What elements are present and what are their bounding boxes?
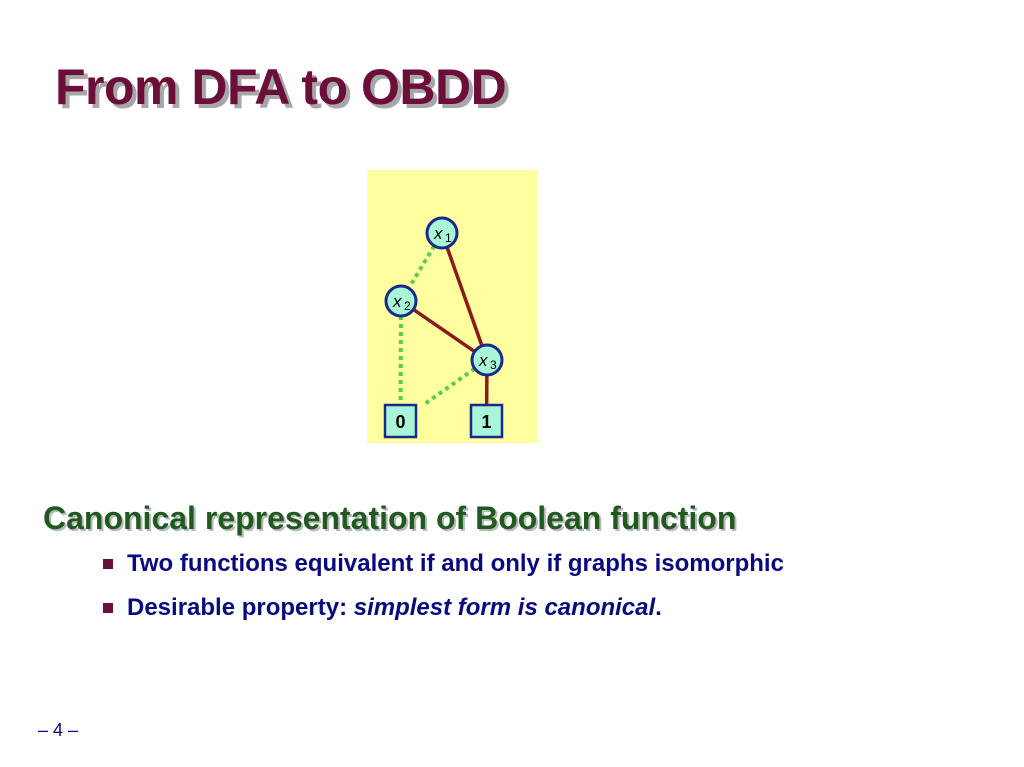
terminal-1-label: 1 <box>481 412 491 432</box>
node-x1: x 1 <box>425 216 459 250</box>
node-x2-sub: 2 <box>404 299 411 313</box>
node-x3-var: x <box>478 351 488 370</box>
obdd-graph: x 1 x 2 x 3 0 1 <box>383 216 504 439</box>
sub-bullet-2-emphasis: simplest form is canonical <box>353 594 656 621</box>
node-x2-var: x <box>392 292 402 311</box>
terminal-1: 1 <box>469 403 504 439</box>
node-x1-sub: 1 <box>445 231 452 245</box>
obdd-diagram: x 1 x 2 x 3 0 1 <box>367 170 538 443</box>
node-x3: x 3 <box>470 343 504 377</box>
square-bullet-icon <box>103 559 113 569</box>
sub-bullet-1: Two functions equivalent if and only if … <box>103 550 784 594</box>
node-x1-var: x <box>433 224 443 243</box>
node-x3-sub: 3 <box>490 358 497 372</box>
edge-x2-x3 <box>412 308 476 353</box>
node-x2: x 2 <box>384 284 418 318</box>
edge-x3-t0 <box>422 367 476 407</box>
edge-x1-x3 <box>445 246 484 347</box>
sub-bullet-2-suffix: . <box>655 594 662 621</box>
square-bullet-icon <box>103 603 113 613</box>
edge-x1-x2 <box>407 244 436 290</box>
terminal-0: 0 <box>383 403 418 439</box>
slide-title: From DFA to OBDD <box>55 59 507 115</box>
page-number: – 4 – <box>38 720 79 740</box>
terminal-0-label: 0 <box>395 412 405 432</box>
sub-bullet-2: Desirable property: simplest form is can… <box>103 594 784 638</box>
sub-bullet-2-prefix: Desirable property: <box>127 594 354 621</box>
sub-bullet-list: Two functions equivalent if and only if … <box>103 550 784 638</box>
main-point: Canonical representation of Boolean func… <box>43 500 737 536</box>
sub-bullet-1-text: Two functions equivalent if and only if … <box>127 550 784 577</box>
